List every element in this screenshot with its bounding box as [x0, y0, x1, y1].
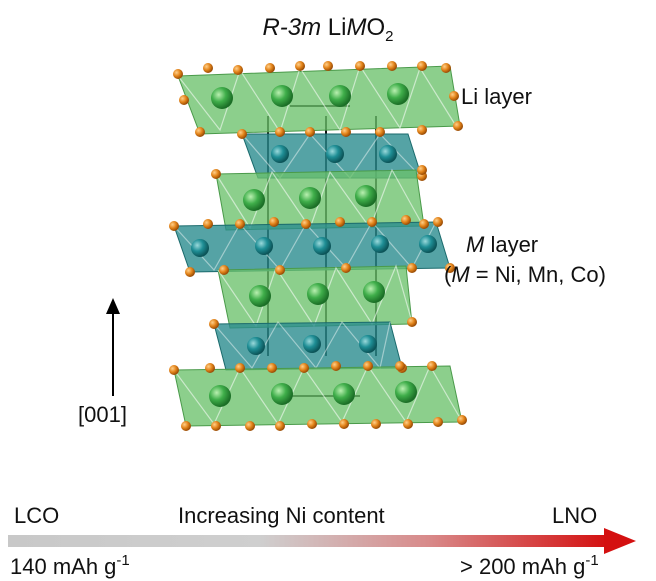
- m-layer-middle: [173, 220, 451, 273]
- li-layer-lower: [217, 264, 413, 329]
- lno-capacity-value: > 200 mAh g: [460, 554, 586, 579]
- m-atom: [191, 239, 209, 257]
- lco-capacity-exponent: -1: [116, 552, 130, 569]
- lno-capacity: > 200 mAh g-1: [460, 552, 599, 580]
- li-atom: [387, 83, 409, 105]
- m-layer-label: M layer: [466, 232, 538, 258]
- m-atom: [303, 335, 321, 353]
- formula-li: Li: [321, 14, 347, 41]
- m-def-elements: = Ni, Mn, Co): [469, 262, 606, 287]
- m-def-symbol: M: [451, 262, 470, 287]
- m-symbol: M: [466, 232, 485, 257]
- m-def-open: (: [444, 262, 452, 287]
- m-atom: [419, 235, 437, 253]
- increasing-ni-label: Increasing Ni content: [178, 503, 385, 528]
- li-atom: [329, 85, 351, 107]
- li-atom: [333, 383, 355, 405]
- li-atom: [209, 385, 231, 407]
- li-layer-middle: [215, 168, 425, 231]
- ni-content-gradient-arrow-icon: [8, 528, 636, 554]
- oxygen-atoms: [169, 61, 467, 431]
- lco-capacity: 140 mAh g-1: [10, 552, 130, 580]
- li-atom: [307, 283, 329, 305]
- m-atom: [371, 235, 389, 253]
- li-atom: [363, 281, 385, 303]
- li-atom: [211, 87, 233, 109]
- li-atom: [243, 189, 265, 211]
- lco-capacity-value: 140 mAh g: [10, 554, 117, 579]
- li-layer-top: [177, 64, 461, 135]
- crystal-structure: [169, 61, 467, 431]
- li-atom: [395, 381, 417, 403]
- lco-label: LCO: [14, 503, 60, 528]
- m-layer-text: layer: [484, 232, 539, 257]
- m-atom: [247, 337, 265, 355]
- lno-label: LNO: [552, 503, 598, 528]
- m-layer-lower: [213, 320, 403, 371]
- structure-title: R-3m LiMO2: [0, 14, 656, 45]
- direction-arrow-icon: [106, 298, 120, 396]
- m-atom: [359, 335, 377, 353]
- li-atom: [355, 185, 377, 207]
- m-atom: [271, 145, 289, 163]
- lno-capacity-exponent: -1: [585, 552, 599, 569]
- li-layer-label: Li layer: [461, 84, 532, 109]
- m-layer-upper: [241, 133, 423, 179]
- formula-metal: M: [346, 14, 367, 41]
- li-atom: [299, 187, 321, 209]
- formula-oxygen: O: [366, 14, 386, 41]
- m-atom: [313, 237, 331, 255]
- li-atom: [271, 85, 293, 107]
- direction-label: [001]: [78, 402, 127, 427]
- li-atom: [249, 285, 271, 307]
- space-group: R-3m: [262, 14, 322, 41]
- li-atom: [271, 383, 293, 405]
- m-atom: [255, 237, 273, 255]
- m-atom: [326, 145, 344, 163]
- m-atom: [379, 145, 397, 163]
- li-layer-bottom: [173, 364, 463, 427]
- formula-subscript: 2: [385, 28, 394, 45]
- m-definition: (M = Ni, Mn, Co): [444, 262, 606, 288]
